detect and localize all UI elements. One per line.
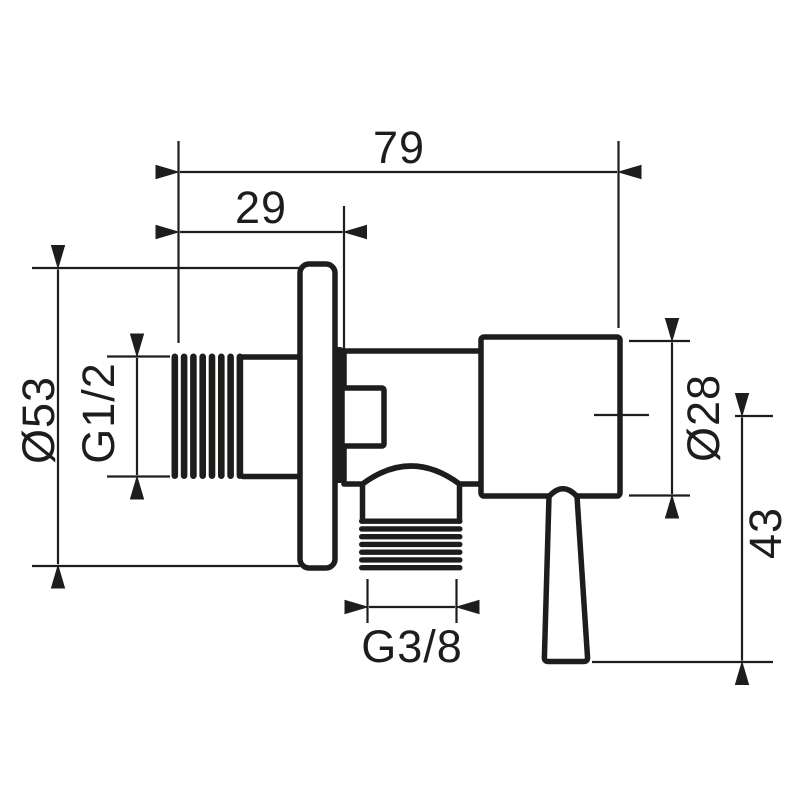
dim-label-outlet-thread: G3/8: [361, 621, 463, 672]
outlet-thread-g38: [359, 518, 463, 571]
valve-head: [478, 334, 623, 499]
extension-lines: [32, 141, 773, 664]
inlet-thread-g12: [171, 353, 244, 479]
inlet-shank: [240, 354, 305, 480]
valve-handle: [541, 486, 591, 665]
ext-lines-outlet-thread: [366, 579, 458, 623]
dim-label-head-diameter: Ø28: [678, 374, 729, 462]
dim-label-total-width: 79: [373, 122, 425, 173]
dim-label-inlet-thread: G1/2: [73, 362, 124, 464]
dim-label-plate-diameter: Ø53: [13, 376, 64, 464]
ticks-head-diameter: [629, 339, 690, 497]
valve-body: [341, 348, 485, 524]
wall-plate: [297, 261, 338, 571]
body-boss: [339, 385, 387, 449]
dim-label-inlet-to-plate: 29: [235, 182, 287, 233]
dimension-labels: 79 29 Ø53 G1/2 Ø28 43 G3/8: [13, 122, 791, 672]
dimension-arrows: [50, 164, 750, 685]
dim-label-handle-drop: 43: [740, 507, 791, 559]
